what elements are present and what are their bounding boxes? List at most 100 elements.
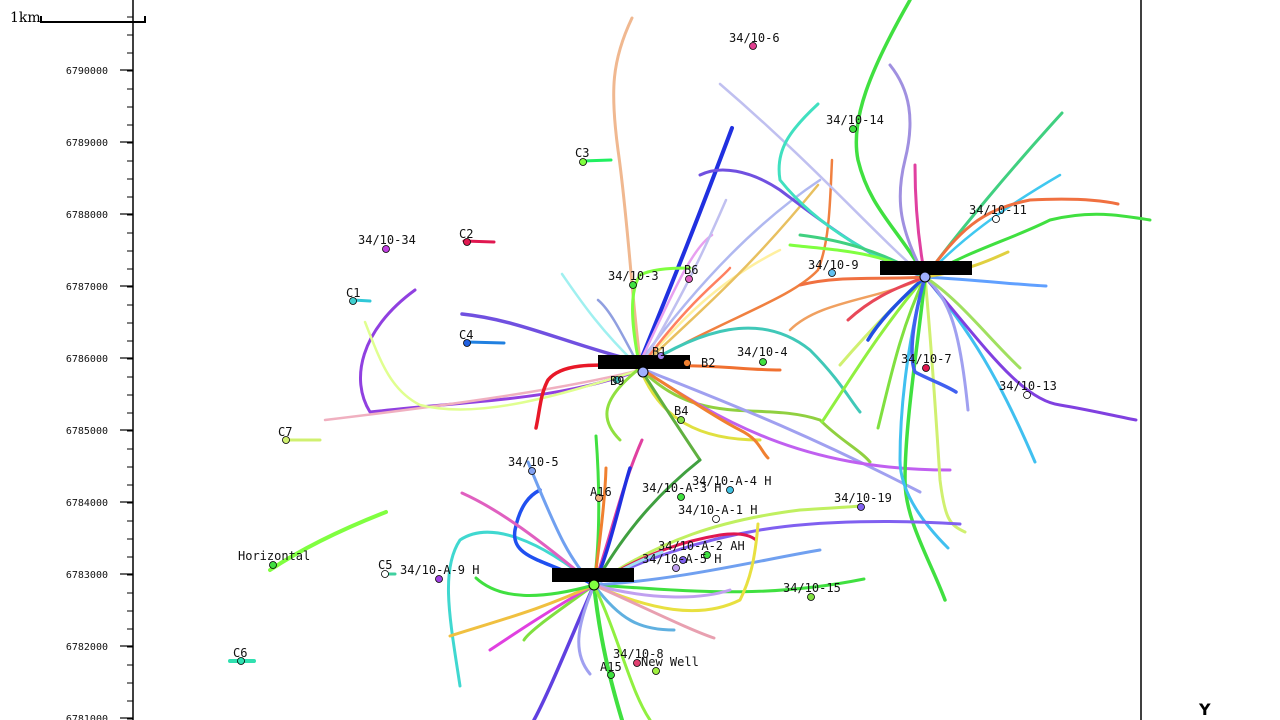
well-marker[interactable] bbox=[749, 42, 757, 50]
well-label[interactable]: 34/10-A-5 H bbox=[642, 552, 721, 566]
well-label[interactable]: C5 bbox=[378, 558, 392, 572]
well-marker[interactable] bbox=[657, 352, 665, 360]
well-trajectory bbox=[592, 583, 624, 720]
well-label[interactable]: B9 bbox=[610, 374, 624, 388]
well-label[interactable]: C7 bbox=[278, 425, 292, 439]
well-marker[interactable] bbox=[759, 358, 767, 366]
well-trajectory bbox=[638, 158, 834, 370]
well-marker[interactable] bbox=[633, 659, 641, 667]
well-marker[interactable] bbox=[652, 667, 660, 675]
well-label[interactable]: 34/10-3 bbox=[608, 269, 659, 283]
well-marker[interactable] bbox=[992, 215, 1000, 223]
platform-a-center bbox=[588, 579, 600, 591]
well-marker[interactable] bbox=[382, 245, 390, 253]
well-marker[interactable] bbox=[463, 238, 471, 246]
well-marker[interactable] bbox=[269, 561, 277, 569]
well-trajectory bbox=[638, 233, 714, 364]
well-label[interactable]: 34/10-A-1 H bbox=[678, 503, 757, 517]
northing-tick-label: 6789000 bbox=[66, 138, 108, 149]
well-marker[interactable] bbox=[672, 564, 680, 572]
well-trajectory bbox=[923, 275, 967, 534]
well-label[interactable]: C3 bbox=[575, 146, 589, 160]
well-label[interactable]: 34/10-19 bbox=[834, 491, 892, 505]
well-trajectory bbox=[638, 366, 702, 462]
well-marker[interactable] bbox=[828, 269, 836, 277]
axis-y-label: Y bbox=[1199, 700, 1211, 719]
well-marker[interactable] bbox=[703, 551, 711, 559]
well-label[interactable]: 34/10-6 bbox=[729, 31, 780, 45]
well-marker[interactable] bbox=[677, 416, 685, 424]
well-marker[interactable] bbox=[282, 436, 290, 444]
well-marker[interactable] bbox=[807, 593, 815, 601]
well-label[interactable]: B6 bbox=[684, 263, 698, 277]
well-trajectory bbox=[363, 320, 642, 411]
platform-c-cluster bbox=[880, 261, 972, 275]
well-marker[interactable] bbox=[237, 657, 245, 665]
well-label[interactable]: C6 bbox=[233, 646, 247, 660]
well-marker[interactable] bbox=[579, 158, 587, 166]
well-trajectory bbox=[465, 340, 506, 345]
well-marker[interactable] bbox=[922, 364, 930, 372]
well-label[interactable]: C1 bbox=[346, 286, 360, 300]
well-marker[interactable] bbox=[1023, 391, 1031, 399]
well-marker[interactable] bbox=[595, 494, 603, 502]
well-marker[interactable] bbox=[629, 281, 637, 289]
well-trajectory bbox=[638, 366, 872, 464]
well-trajectory bbox=[638, 178, 822, 364]
well-label[interactable]: B2 bbox=[701, 356, 715, 370]
well-marker[interactable] bbox=[613, 376, 621, 384]
well-trajectory bbox=[866, 275, 927, 342]
well-marker[interactable] bbox=[349, 297, 357, 305]
well-marker[interactable] bbox=[685, 275, 693, 283]
northing-tick-label: 6790000 bbox=[66, 66, 108, 77]
well-label[interactable]: B4 bbox=[674, 404, 688, 418]
well-label[interactable]: 34/10-8 bbox=[613, 647, 664, 661]
well-marker[interactable] bbox=[712, 515, 720, 523]
well-trajectories bbox=[228, 0, 1152, 720]
well-label[interactable]: 34/10-A-4 H bbox=[692, 474, 771, 488]
well-label[interactable]: C4 bbox=[459, 328, 473, 342]
well-trajectory bbox=[592, 504, 862, 587]
well-marker[interactable] bbox=[381, 570, 389, 578]
well-label[interactable]: 34/10-34 bbox=[358, 233, 416, 247]
well-label[interactable]: 34/10-A-2 AH bbox=[658, 539, 745, 553]
well-label[interactable]: A15 bbox=[600, 660, 622, 674]
well-trajectory bbox=[592, 520, 962, 587]
well-trajectory bbox=[592, 522, 760, 613]
well-trajectory bbox=[323, 368, 642, 422]
well-marker[interactable] bbox=[679, 556, 687, 564]
well-label[interactable]: C2 bbox=[459, 227, 473, 241]
well-label[interactable]: 34/10-A-3 H bbox=[642, 481, 721, 495]
well-marker[interactable] bbox=[463, 339, 471, 347]
well-trajectory bbox=[854, 0, 927, 279]
northing-axis: 6790000678900067880006787000678600067850… bbox=[66, 0, 134, 720]
well-trajectory bbox=[577, 583, 596, 676]
well-marker[interactable] bbox=[857, 503, 865, 511]
well-label[interactable]: 34/10-13 bbox=[999, 379, 1057, 393]
well-label[interactable]: New Well bbox=[641, 655, 699, 669]
well-marker[interactable] bbox=[726, 486, 734, 494]
well-label[interactable]: Horizontal bbox=[238, 549, 310, 563]
well-trajectory bbox=[820, 275, 927, 424]
well-label[interactable]: 34/10-15 bbox=[783, 581, 841, 595]
well-marker[interactable] bbox=[435, 575, 443, 583]
well-trajectory bbox=[923, 275, 1037, 464]
well-trajectory bbox=[268, 510, 388, 572]
well-label[interactable]: 34/10-11 bbox=[969, 203, 1027, 217]
well-label[interactable]: 34/10-A-9 H bbox=[400, 563, 479, 577]
well-label[interactable]: B1 bbox=[652, 345, 666, 359]
well-marker[interactable] bbox=[683, 359, 691, 367]
well-label[interactable]: 34/10-5 bbox=[508, 455, 559, 469]
well-label[interactable]: 34/10-14 bbox=[826, 113, 884, 127]
well-trajectory bbox=[910, 275, 958, 394]
well-marker[interactable] bbox=[849, 125, 857, 133]
well-marker[interactable] bbox=[528, 467, 536, 475]
well-marker[interactable] bbox=[607, 671, 615, 679]
well-labels: 34/10-6 34/10-14 C3 34/10-34 C2 C1 34/10… bbox=[233, 31, 1057, 674]
well-label[interactable]: 34/10-9 bbox=[808, 258, 859, 272]
well-marker[interactable] bbox=[677, 493, 685, 501]
well-label[interactable]: 34/10-7 bbox=[901, 352, 952, 366]
well-label[interactable]: A16 bbox=[590, 485, 612, 499]
well-label[interactable]: 34/10-4 bbox=[737, 345, 788, 359]
